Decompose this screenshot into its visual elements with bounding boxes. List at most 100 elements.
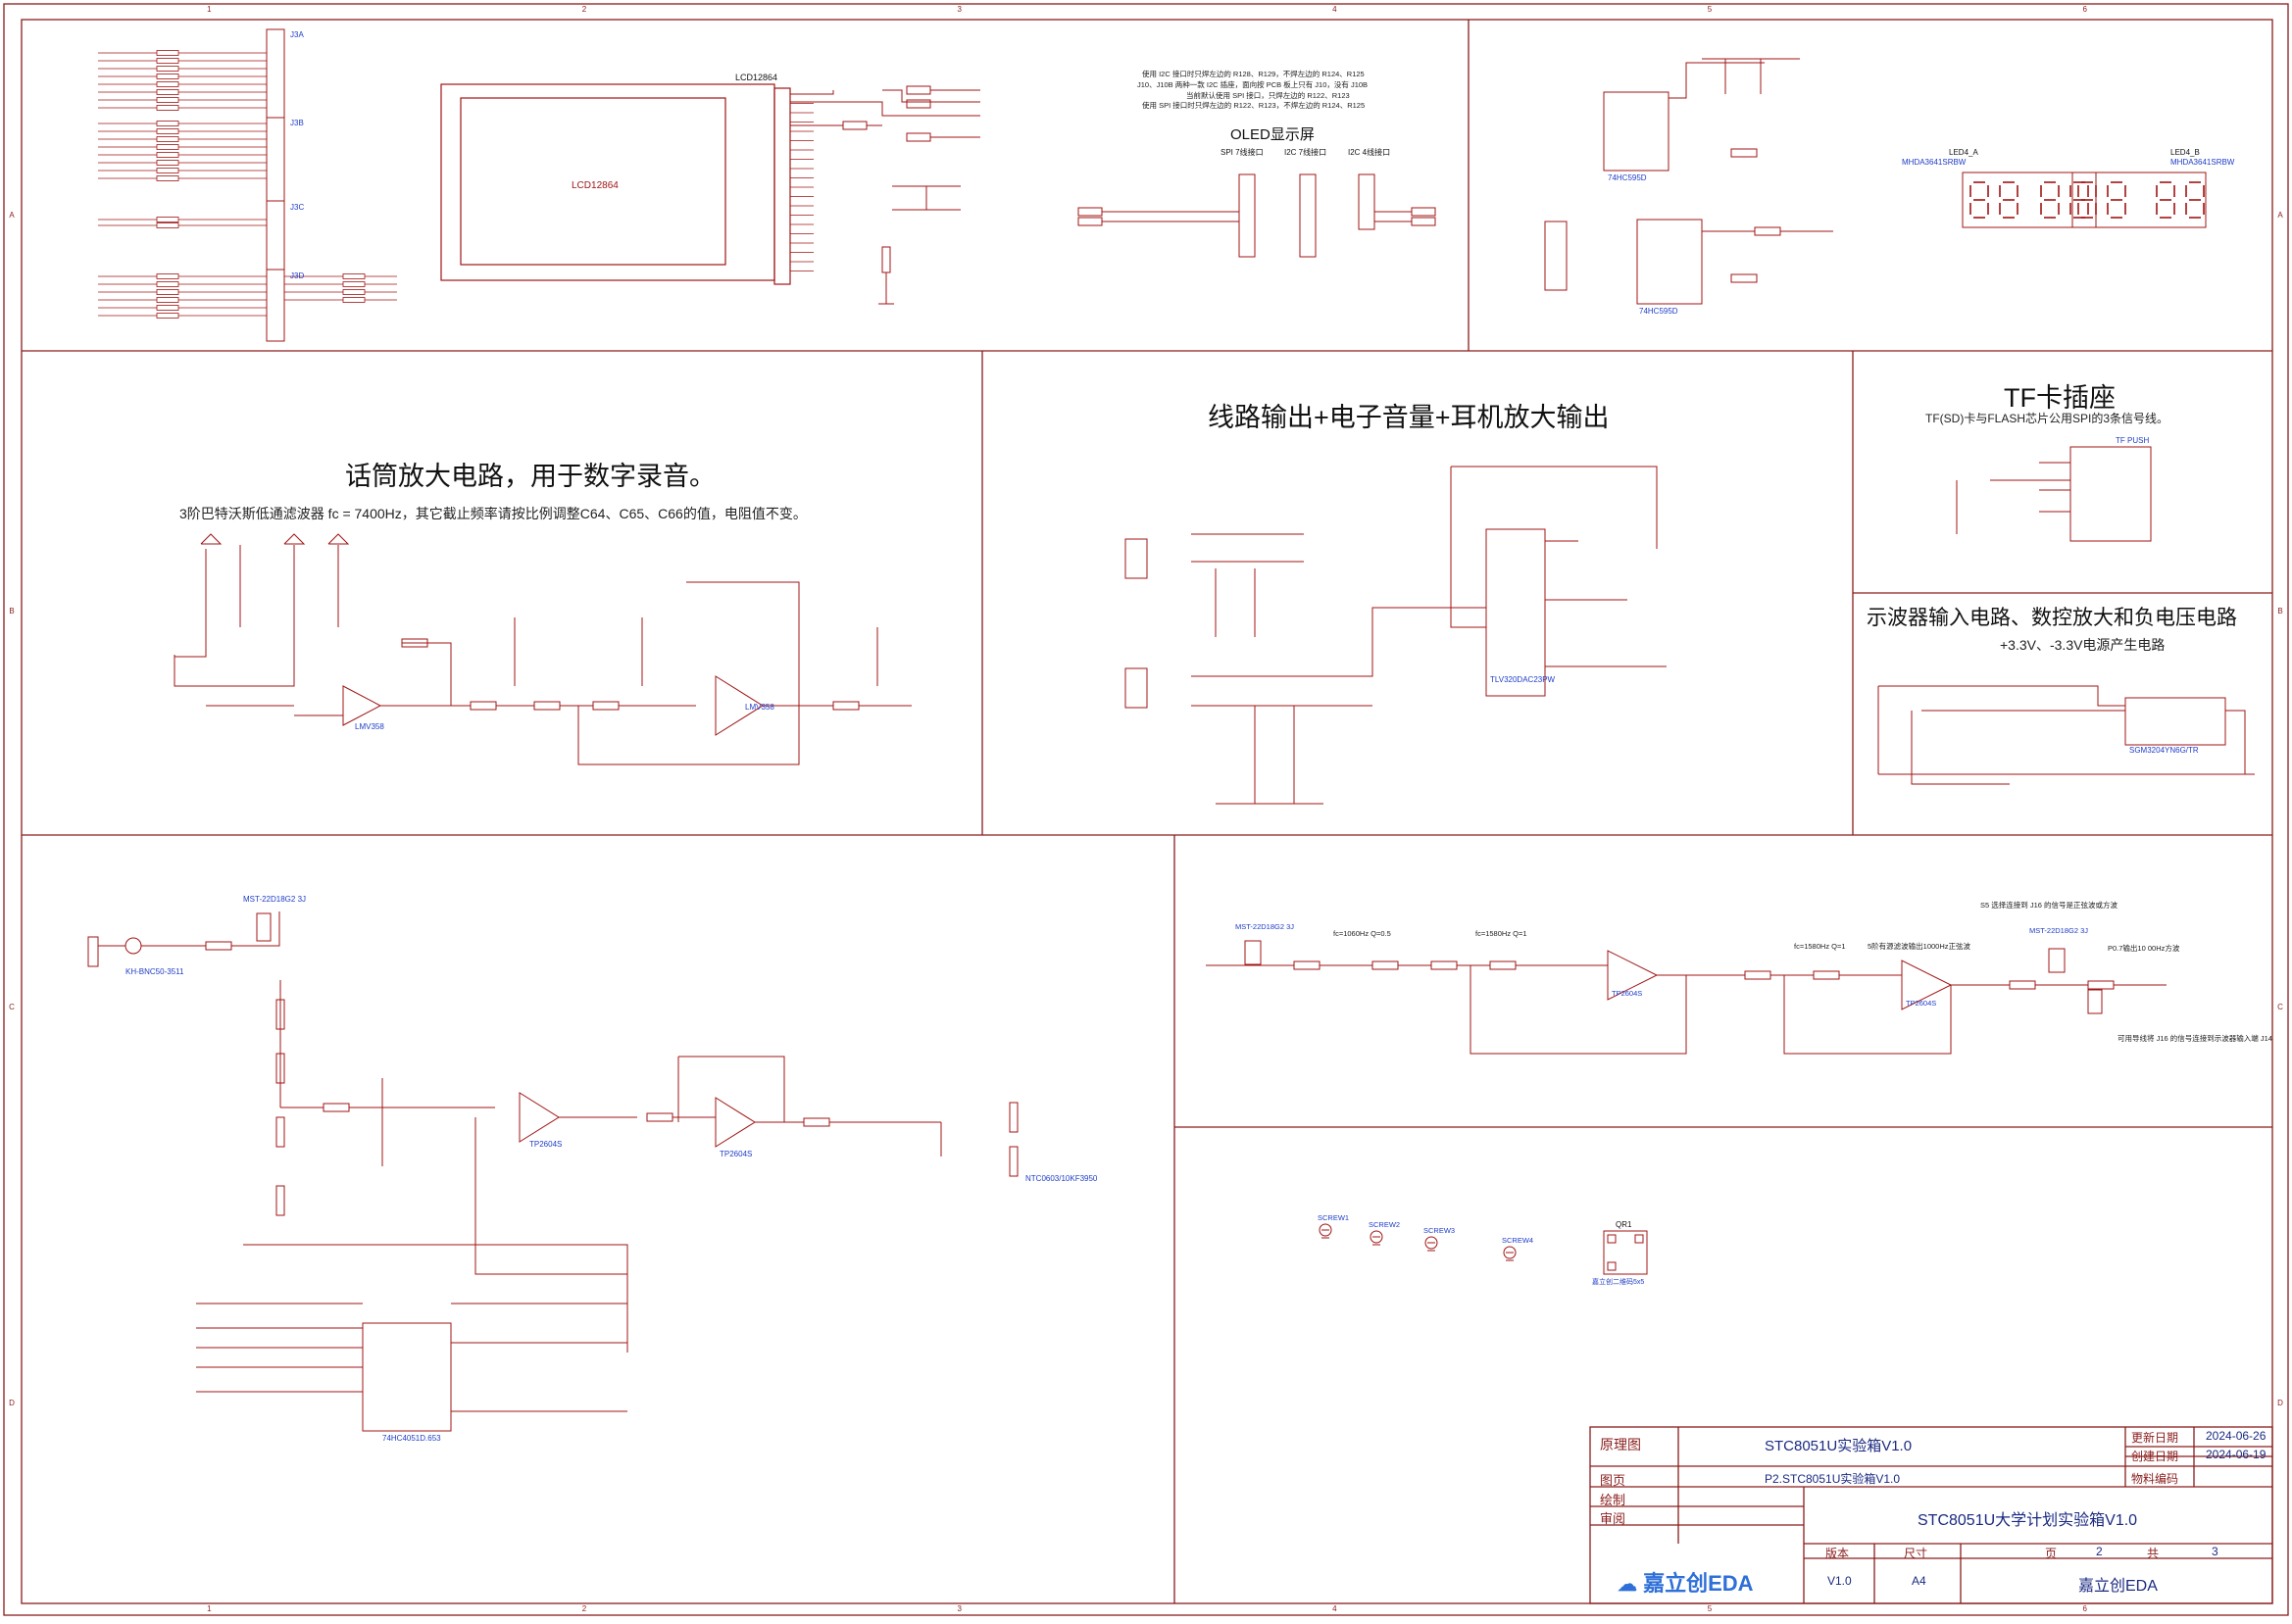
border-col-label: 2: [582, 1604, 587, 1613]
tb-part-label: 物料编码: [2131, 1472, 2179, 1486]
border-row-label: C: [9, 1003, 15, 1011]
screw-label: SCREW2: [1369, 1220, 1400, 1229]
j3-labels: J3A J3B J3C J3D: [290, 30, 304, 280]
border-col-label: 5: [1708, 1604, 1713, 1613]
resistor-body: [156, 121, 179, 126]
audio-out-labels: TLV320DAC23PW: [1490, 675, 1556, 684]
resistor-body: [156, 281, 179, 287]
tf-card-circuit: [1956, 446, 2152, 542]
oled-spi-label: SPI 7线接口: [1221, 147, 1264, 157]
resistor-body: [342, 273, 366, 279]
resistor-body: [156, 97, 179, 103]
u15-part: SGM3204YN6G/TR: [2129, 746, 2199, 755]
screw-label: SCREW4: [1502, 1236, 1533, 1245]
hc595-labels: 74HC595D 74HC595D: [1608, 173, 1678, 316]
sheet-frame: [3, 3, 2289, 1616]
screw-label: SCREW3: [1423, 1226, 1455, 1235]
border-row-label: D: [9, 1399, 15, 1407]
u18-2-part: TP2604S: [1906, 999, 1936, 1008]
screw-icon: [1370, 1230, 1383, 1244]
u18-1-part: TP2604S: [1612, 989, 1642, 998]
filter-fc1: fc=1060Hz Q=0.5: [1333, 929, 1391, 938]
u16-1-part: TP2604S: [529, 1140, 562, 1149]
oled-i2c4-label: I2C 4线接口: [1348, 147, 1390, 157]
oled-note-2: J10、J10B 两种一款 I2C 插座，面向按 PCB 板上只有 J10，没有…: [1137, 79, 1368, 89]
logo-text: 嘉立创EDA: [1643, 1571, 1754, 1596]
audio-out-circuit: [1124, 466, 1667, 805]
tb-brand: 嘉立创EDA: [2078, 1578, 2158, 1595]
filter-out: 5阶有源滤波输出1000Hz正弦波: [1868, 941, 1971, 951]
led4a-part: MHDA3641SRBW: [1902, 158, 1967, 167]
resistor-body: [156, 136, 179, 142]
resistor-body: [156, 175, 179, 181]
j3b-label: J3B: [290, 119, 304, 127]
qr-code: [1603, 1230, 1648, 1275]
tb-type-value: STC8051U实验箱V1.0: [1765, 1438, 1913, 1454]
border-col-label: 3: [957, 1604, 962, 1613]
u13-1-part: LMV358: [745, 703, 774, 712]
u14-part: TLV320DAC23PW: [1490, 675, 1556, 684]
oled-title: OLED显示屏: [1230, 126, 1315, 143]
screw-icon: [1319, 1223, 1332, 1237]
scope-input-circuit: [87, 911, 1019, 1432]
qr-ref: QR1: [1616, 1220, 1632, 1229]
lcd-chip-label: LCD12864: [572, 180, 619, 191]
tb-page-num: 2: [2096, 1545, 2103, 1558]
active-filter-labels: MST-22D18G2 3J MST-22D18G2 3J TP2604S TP…: [1235, 900, 2272, 1043]
qr-part: 嘉立创二维码5x5: [1592, 1277, 1644, 1286]
resistor-body: [156, 297, 179, 303]
u16-2-part: TP2604S: [720, 1150, 752, 1158]
mic-amp-subtitle: 3阶巴特沃斯低通滤波器 fc = 7400Hz，其它截止频率请按比例调整C64、…: [179, 506, 807, 521]
border-row-label: C: [2277, 1003, 2283, 1011]
resistor-body: [156, 128, 179, 134]
tb-update-value: 2024-06-26: [2206, 1429, 2267, 1443]
seven-segment-displays: [1962, 172, 2207, 228]
audio-out-title: 线路输出+电子音量+耳机放大输出: [1208, 403, 1610, 432]
tf-card-title: TF卡插座: [2004, 383, 2116, 413]
lcd-pin-list: [790, 93, 814, 271]
u10-part: 74HC595D: [1608, 173, 1647, 182]
tb-size-value: A4: [1912, 1574, 1926, 1588]
lcd-name-label: LCD12864: [735, 73, 777, 82]
resistor-body: [156, 160, 179, 166]
border-row-label: A: [2277, 211, 2283, 220]
border-col-label: 6: [2082, 5, 2087, 14]
border-col-label: 5: [1708, 5, 1713, 14]
j3-connector-block: [266, 28, 285, 342]
border-row-label: D: [2277, 1399, 2283, 1407]
border-col-label: 1: [207, 5, 212, 14]
resistor-body: [156, 81, 179, 87]
tb-created-value: 2024-06-19: [2206, 1448, 2267, 1461]
filter-j14: 可用导线将 J16 的信号连接到示波器输入端 J14: [2118, 1033, 2272, 1043]
oled-connectors: [1077, 173, 1436, 258]
resistor-body: [342, 281, 366, 287]
tb-page-label: 图页: [1600, 1473, 1626, 1488]
lcd-side-circuit: [790, 85, 980, 305]
screw-icon: [1424, 1236, 1438, 1250]
j15-part: KH-BNC50-3511: [125, 967, 184, 976]
oled-note-3: 当前默认使用 SPI 接口，只焊左边的 R122、R123: [1186, 90, 1350, 100]
title-block-frame: [1589, 1426, 2273, 1604]
u13-2-part: LMV358: [355, 722, 384, 731]
resistor-body: [156, 74, 179, 79]
border-col-label: 2: [582, 5, 587, 14]
led4b-body: [2071, 172, 2207, 228]
scope-input-labels: KH-BNC50-3511 MST-22D18G2 3J TP2604S TP2…: [125, 895, 1098, 1443]
resistor-body: [156, 50, 179, 56]
border-col-label: 4: [1332, 5, 1337, 14]
scope-title: 示波器输入电路、数控放大和负电压电路: [1867, 607, 2237, 629]
tb-page-value: P2.STC8051U实验箱V1.0: [1765, 1472, 1901, 1486]
led4b-ref: LED4_B: [2170, 148, 2200, 157]
border-col-label: 6: [2082, 1604, 2087, 1613]
led4a-ref: LED4_A: [1949, 148, 1978, 157]
screw-label: SCREW1: [1318, 1213, 1349, 1222]
oled-note-4: 使用 SPI 接口时只焊左边的 R122、R123，不焊左边的 R124、R12…: [1142, 100, 1365, 110]
active-filter-circuit: [1206, 940, 2167, 1055]
hc595-group: [1544, 58, 1833, 305]
resistor-body: [156, 168, 179, 173]
resistor-body: [156, 222, 179, 228]
j3c-label: J3C: [290, 203, 304, 212]
tb-page-word: 页: [2045, 1547, 2058, 1560]
